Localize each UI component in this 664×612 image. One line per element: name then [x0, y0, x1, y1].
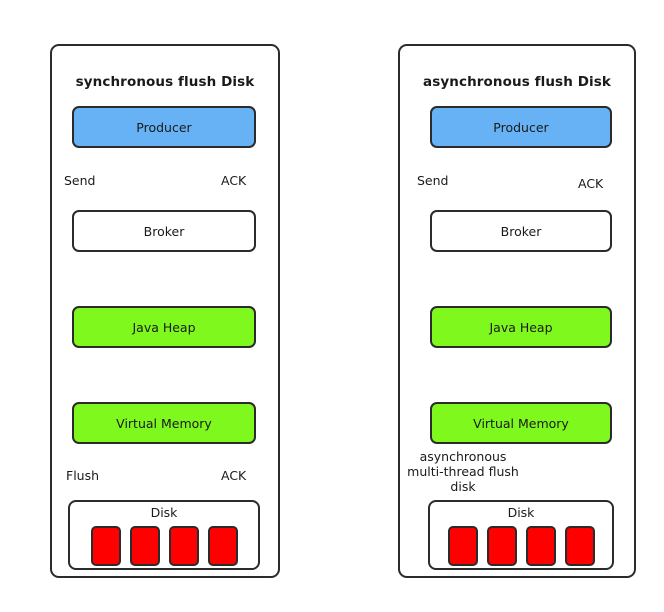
node-label: Virtual Memory — [116, 415, 212, 431]
disk-label: Disk — [150, 505, 178, 520]
node-java-heap-async[interactable]: Java Heap — [430, 306, 612, 348]
node-virtual-memory-sync[interactable]: Virtual Memory — [72, 402, 256, 444]
disk-cell — [129, 526, 160, 566]
node-producer-sync[interactable]: Producer — [72, 106, 256, 148]
node-producer-async[interactable]: Producer — [430, 106, 612, 148]
node-label: Java Heap — [489, 319, 553, 335]
node-label: Broker — [143, 223, 185, 239]
panel-title-asynchronous: asynchronous flush Disk — [423, 74, 611, 90]
edge-label-ack-top-sync: ACK — [221, 173, 247, 188]
disk-cell — [90, 526, 121, 566]
edge-label-send-sync: Send — [64, 173, 96, 188]
node-label: Producer — [493, 119, 549, 135]
disk-cell-group — [70, 526, 258, 566]
node-label: Producer — [136, 119, 192, 135]
node-broker-sync[interactable]: Broker — [72, 210, 256, 252]
disk-cell — [168, 526, 199, 566]
edge-label-ack-bottom-sync: ACK — [221, 468, 247, 483]
disk-cell — [447, 526, 478, 566]
disk-label: Disk — [507, 505, 535, 520]
node-disk-async[interactable]: Disk — [428, 500, 614, 570]
panel-title-synchronous: synchronous flush Disk — [75, 74, 255, 90]
node-virtual-memory-async[interactable]: Virtual Memory — [430, 402, 612, 444]
disk-cell — [525, 526, 556, 566]
node-disk-sync[interactable]: Disk — [68, 500, 260, 570]
edge-label-flush-sync: Flush — [66, 468, 100, 483]
disk-cell-group — [430, 526, 612, 566]
node-java-heap-sync[interactable]: Java Heap — [72, 306, 256, 348]
disk-cell — [486, 526, 517, 566]
edge-label-async-flush: asynchronous multi-thread flush disk — [407, 449, 519, 494]
node-label: Java Heap — [132, 319, 196, 335]
disk-cell — [207, 526, 238, 566]
node-label: Broker — [500, 223, 542, 239]
edge-label-ack-top-async: ACK — [578, 176, 604, 191]
disk-cell — [564, 526, 595, 566]
node-label: Virtual Memory — [473, 415, 569, 431]
node-broker-async[interactable]: Broker — [430, 210, 612, 252]
edge-label-send-async: Send — [417, 173, 449, 188]
